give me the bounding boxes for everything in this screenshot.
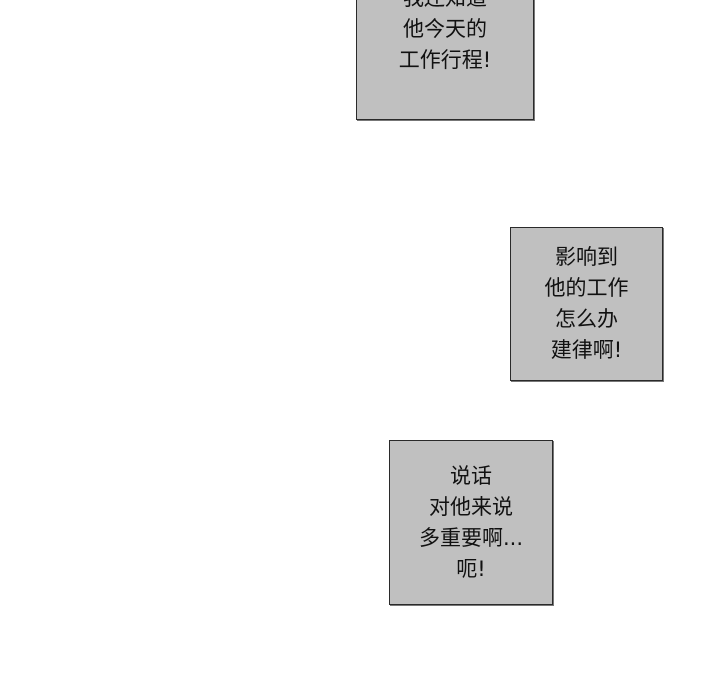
speech-box-2: 影响到 他的工作 怎么办 建律啊! [510,227,663,381]
speech-line: 对他来说 [429,495,513,519]
speech-line: 影响到 [555,245,618,269]
speech-box-3: 说话 对他来说 多重要啊... 呃! [389,440,553,605]
speech-line: 建律啊! [550,338,623,362]
speech-line: 他今天的 [403,17,487,41]
speech-line: 工作行程! [398,48,492,72]
speech-line: 怎么办 [555,307,618,331]
speech-line: 说话 [450,464,492,488]
speech-line: 他的工作 [544,276,629,300]
speech-line: 我还知道 [403,0,487,14]
speech-box-1: 我还知道 他今天的 工作行程! [356,0,534,120]
speech-line: 多重要啊... [418,526,524,550]
speech-line: 呃! [456,557,486,581]
